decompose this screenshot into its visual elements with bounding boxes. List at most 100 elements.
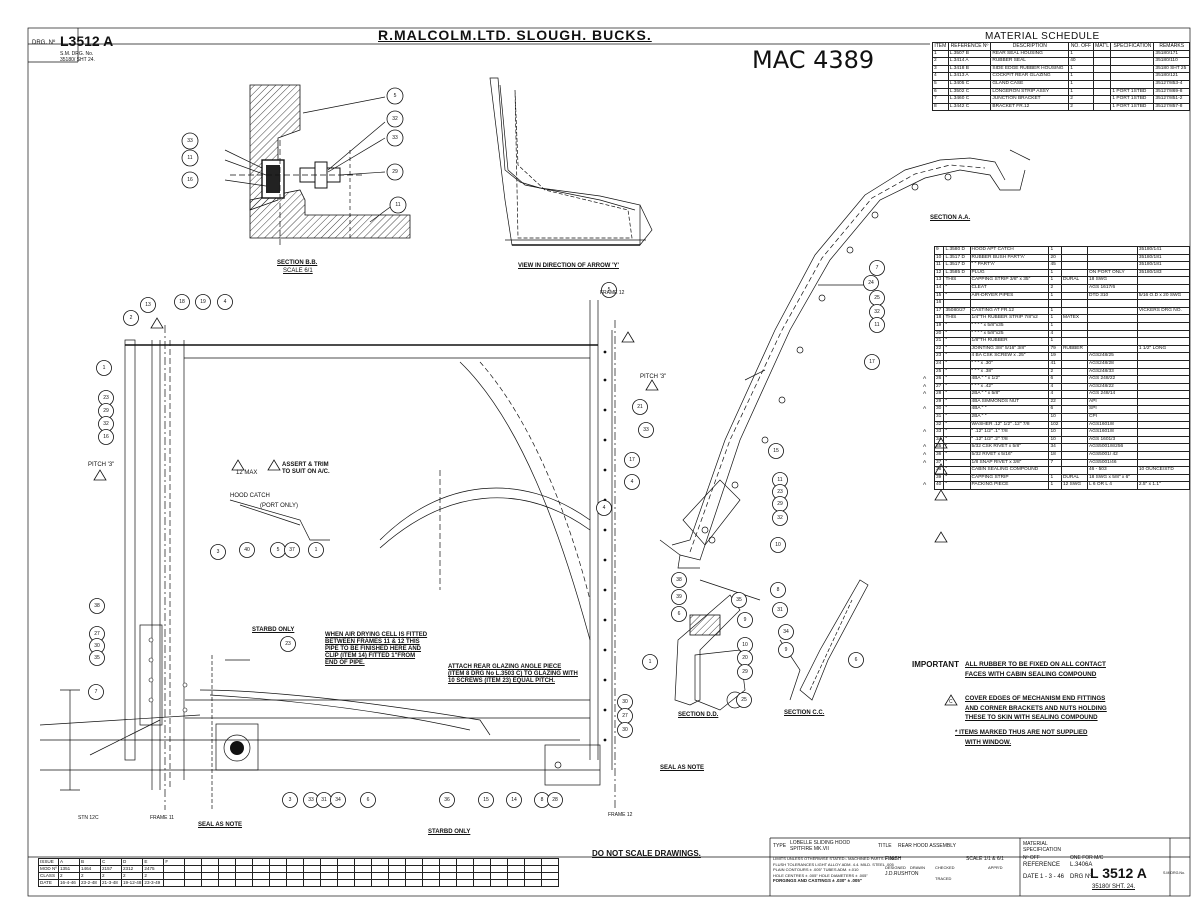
material-cell: THIS <box>943 276 971 285</box>
material-cell: CAPPING STRIP 3/8" x 35" <box>969 276 1050 285</box>
material-cell <box>1136 359 1191 369</box>
material-cell: " " PART'A' <box>969 261 1050 270</box>
material-cell: SIDE EDGE RUBBER HOUSING <box>990 64 1070 74</box>
material-cell: 19 <box>1048 352 1062 361</box>
balloon-circle <box>88 684 104 700</box>
material-cell: 1 <box>1048 473 1062 483</box>
material-cell: 2BA " " <box>969 413 1050 422</box>
balloon-number: 1 <box>649 659 652 665</box>
section-cc-title: SECTION C.C. <box>784 710 825 716</box>
revision-cell <box>163 879 186 887</box>
revision-cell-empty <box>405 872 424 880</box>
material-cell: REAR SEAL HOUSING <box>990 49 1070 59</box>
balloon-circle <box>140 297 156 313</box>
balloon-circle <box>848 652 864 668</box>
type-label: TYPE <box>773 843 787 849</box>
revision-cell-empty <box>507 872 526 880</box>
material-cell <box>1060 405 1089 415</box>
material-cell: L.3585 D <box>943 268 971 278</box>
balloon-number: 30 <box>622 699 628 705</box>
balloon-circle <box>869 260 885 276</box>
material-cell <box>1136 314 1191 323</box>
balloon-number: 5 <box>277 547 280 553</box>
revision-cell-empty <box>439 865 458 873</box>
revision-cell-empty <box>337 879 356 887</box>
bb-hatched-lower <box>249 189 411 239</box>
material-cell: 1 PORT 1STBD <box>1110 87 1155 97</box>
material-cell: ON PORT ONLY <box>1087 268 1138 278</box>
revision-cell-empty <box>252 879 271 887</box>
revision-cell-empty <box>388 872 407 880</box>
material-cell: " <box>943 390 971 399</box>
material-schedule-title: MATERIAL SCHEDULE <box>985 31 1100 42</box>
material-cell: " <box>943 344 971 354</box>
revision-cell: 1464 <box>79 865 101 873</box>
material-cell <box>1087 253 1138 263</box>
balloon-number: 37 <box>289 547 295 553</box>
revision-label: CLASS <box>38 872 59 880</box>
balloon-circle <box>632 399 648 415</box>
material-cell <box>1136 382 1191 392</box>
revision-cell: 2157 <box>100 865 122 873</box>
revision-cell-empty <box>201 865 220 873</box>
balloon-circle <box>547 792 563 808</box>
material-cell <box>1087 261 1138 270</box>
material-cell: " <box>943 397 971 407</box>
material-cell <box>1136 473 1191 483</box>
balloon-number: 16 <box>103 434 109 440</box>
balloon-11: 11 <box>395 202 400 208</box>
material-cell: 10 <box>1048 428 1062 437</box>
balloon-number: 36 <box>444 797 450 803</box>
material-cell: AGS248/33 <box>1087 367 1138 377</box>
material-cell: 12 <box>933 268 945 278</box>
material-cell: 13 <box>933 276 945 285</box>
material-cell: 36 <box>933 451 945 460</box>
material-cell <box>1136 405 1191 415</box>
section-dd-drawing <box>674 579 761 711</box>
balloon-number: 18 <box>179 299 185 305</box>
balloon-circle <box>642 654 658 670</box>
material-cell: CABIN SEALING COMPOUND <box>969 466 1050 475</box>
material-cell <box>1060 268 1089 278</box>
material-cell: AGS5001/8/256 <box>1087 443 1138 453</box>
balloon-number: 33 <box>308 797 314 803</box>
material-cell: SPI <box>1087 405 1138 415</box>
balloon-number: 19 <box>200 299 206 305</box>
revision-cell-empty <box>235 872 254 880</box>
material-cell: L.3418 B <box>947 64 992 74</box>
balloon-circle <box>624 452 640 468</box>
material-cell: " <box>943 367 971 377</box>
material-cell: 23 <box>933 352 945 361</box>
material-cell: 22 <box>1048 397 1062 407</box>
revision-cell: C <box>100 858 122 866</box>
material-cell: " " " " x 5/8"x35 <box>969 321 1050 331</box>
balloon-number: 27 <box>622 713 628 719</box>
col-no-off: NO. OFF <box>1068 42 1094 51</box>
revision-cell: 19-12-48 <box>120 879 144 887</box>
revision-cell-empty <box>218 879 237 887</box>
revision-cell-empty <box>286 858 305 866</box>
material-cell: 2 <box>1048 283 1062 293</box>
material-cell: 4 <box>1048 390 1062 399</box>
revision-label: MOD Nº <box>38 865 59 873</box>
material-cell: AIR-DRYER PIPES <box>969 291 1050 301</box>
material-cell: " <box>943 443 971 453</box>
assert-trim-note: ASSERT & TRIM TO SUIT ON A/C. <box>282 462 330 475</box>
material-cell <box>969 299 1050 308</box>
material-cell: MATEX <box>1060 314 1089 323</box>
title-block-lines <box>28 837 1190 896</box>
material-cell <box>1136 420 1191 430</box>
no-off-label: Nº OFF <box>1023 855 1040 861</box>
material-cell <box>1060 390 1089 399</box>
material-cell: 35080/27 <box>943 306 971 316</box>
material-cell <box>1087 306 1138 316</box>
material-cell <box>1087 299 1138 308</box>
material-cell: 27 <box>933 382 945 392</box>
balloon-circle <box>768 443 784 459</box>
material-cell <box>1110 64 1155 74</box>
balloon-circle <box>174 294 190 310</box>
